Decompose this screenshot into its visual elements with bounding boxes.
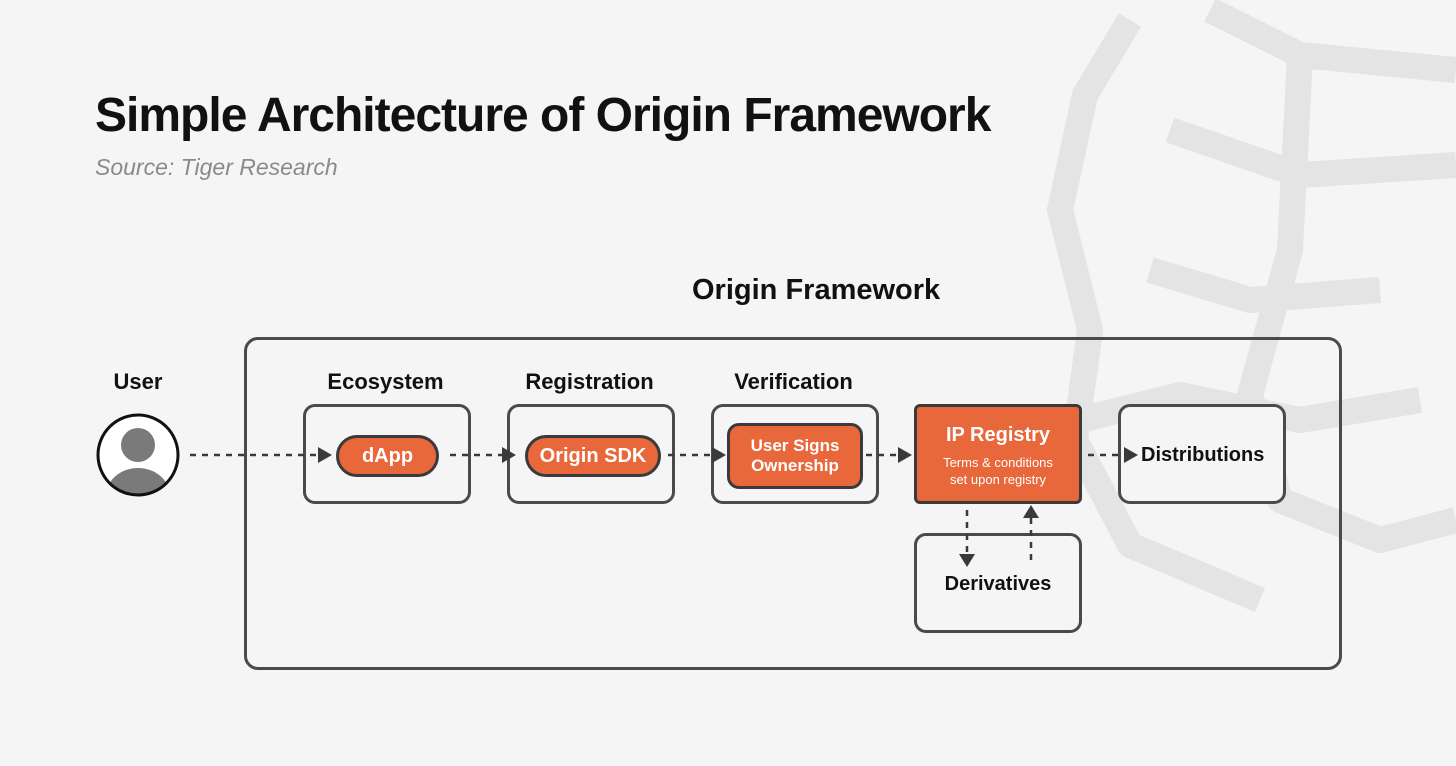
ecosystem-label: Ecosystem [327, 369, 444, 394]
ip-registry-note-line2: set upon registry [949, 472, 1047, 487]
derivatives-box [914, 533, 1082, 633]
distributions-label: Distributions [1141, 444, 1265, 466]
page-title: Simple Architecture of Origin Framework [95, 89, 991, 142]
user-signs-line: User Signs [750, 436, 840, 455]
ip-registry-note-line1: Terms & conditions [943, 455, 1053, 470]
ip-registry-box: IP Registry Terms & conditions set upon … [914, 404, 1082, 504]
user-avatar-icon [96, 413, 180, 497]
ownership-line: Ownership [751, 456, 839, 475]
dapp-node: dApp [336, 435, 439, 477]
origin-framework-container [244, 337, 1342, 670]
framework-title: Origin Framework [692, 274, 941, 306]
distributions-box [1118, 404, 1286, 504]
user-signs-ownership-node: User Signs Ownership [727, 423, 863, 489]
origin-sdk-node: Origin SDK [525, 435, 661, 477]
source-subtitle: Source: Tiger Research [95, 154, 338, 180]
derivatives-label: Derivatives [944, 573, 1052, 595]
ecosystem-box [303, 404, 471, 504]
ip-registry-title: IP Registry [945, 424, 1051, 446]
verification-label: Verification [734, 369, 853, 394]
user-label: User [113, 369, 163, 394]
registration-label: Registration [525, 369, 654, 394]
